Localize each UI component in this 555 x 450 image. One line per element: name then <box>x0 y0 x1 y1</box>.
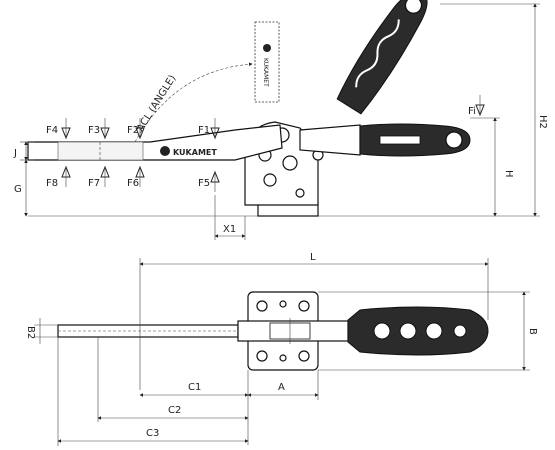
f2-label: F2 <box>127 125 139 136</box>
pivot-hole <box>282 155 298 171</box>
top-view: L B B2 A C1 C2 C3 <box>25 252 538 446</box>
side-view: KUKAMET ACL (ANGLE) KUKAMET F4 F3 <box>13 0 548 240</box>
f4-label: F4 <box>46 125 58 136</box>
svg-text:KUKAMET: KUKAMET <box>173 148 217 157</box>
f3-label: F3 <box>88 125 100 136</box>
force-arrow-up-icon <box>61 165 220 192</box>
b-label: B <box>527 328 538 335</box>
x1-label: X1 <box>223 224 236 235</box>
brand-logo-icon: KUKAMET <box>160 146 217 157</box>
pivot-hole <box>295 188 305 198</box>
handle-grip-top <box>347 306 489 356</box>
handle-lever <box>299 124 361 156</box>
c2-label: C2 <box>168 405 181 416</box>
force-arrow-down-icon <box>61 95 485 140</box>
a-label: A <box>278 382 285 393</box>
f8-label: F8 <box>46 178 58 189</box>
angle-label: ACL (ANGLE) <box>135 73 178 133</box>
h2-label: H2 <box>537 115 548 129</box>
j-label: J <box>13 148 17 159</box>
g-label: G <box>14 184 22 195</box>
b2-label: B2 <box>25 326 36 339</box>
f6-label: F6 <box>127 178 139 189</box>
raised-handle-grip <box>336 0 428 115</box>
f5-label: F5 <box>198 178 210 189</box>
f7-label: F7 <box>88 178 100 189</box>
f1-label: F1 <box>198 125 210 136</box>
l-label: L <box>310 252 316 263</box>
c1-label: C1 <box>188 382 201 393</box>
svg-text:KUKAMET: KUKAMET <box>262 58 269 87</box>
c3-label: C3 <box>146 428 159 439</box>
pivot-hole <box>263 173 277 187</box>
h-label: H <box>503 170 514 178</box>
fi-label: Fi <box>468 106 476 117</box>
